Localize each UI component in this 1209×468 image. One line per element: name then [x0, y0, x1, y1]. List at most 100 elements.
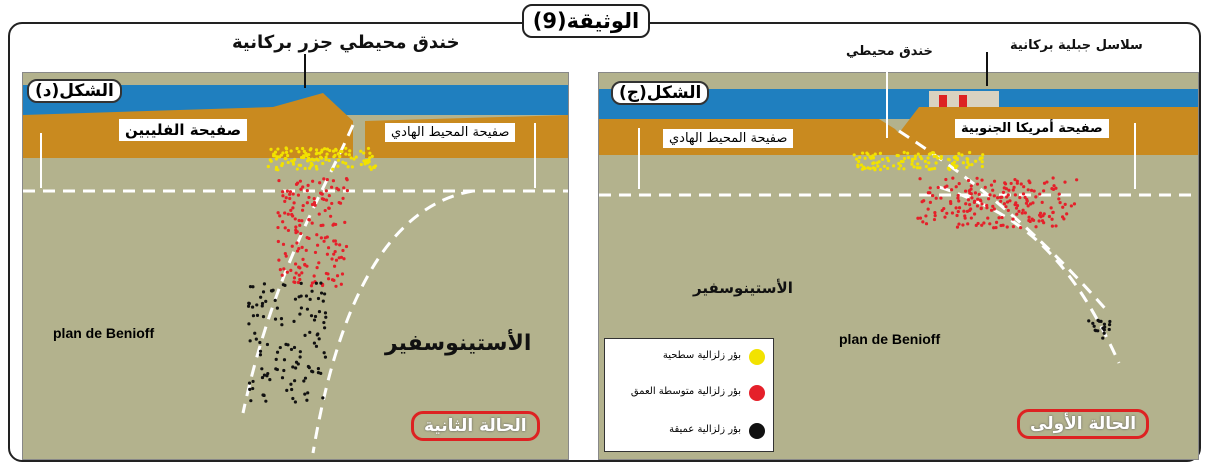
- earthquake-focus: [295, 181, 300, 185]
- earthquake-focus: [281, 151, 285, 155]
- figure-d-panel: الشكل(د) صفيحة الفليبين صفيحة المحيط اله…: [22, 72, 569, 460]
- left-top-label: خندق محيطي جزر بركانية: [232, 32, 460, 53]
- earthquake-focus: [323, 292, 327, 296]
- pacific-plate-label-right: صفيحة المحيط الهادي: [663, 129, 794, 148]
- earthquake-focus: [315, 167, 319, 171]
- earthquake-focus: [298, 350, 302, 354]
- earthquake-focus: [952, 163, 956, 167]
- earthquake-focus: [957, 152, 961, 156]
- earthquake-focus: [966, 178, 971, 183]
- earthquake-focus: [283, 251, 287, 256]
- earthquake-focus: [857, 159, 861, 164]
- earthquake-focus: [301, 203, 305, 208]
- earthquake-focus: [880, 157, 885, 161]
- earthquake-focus: [301, 257, 305, 261]
- figure-d-label: الشكل(د): [27, 79, 122, 103]
- earthquake-focus: [264, 399, 268, 403]
- earthquake-focus: [1058, 200, 1062, 205]
- earthquake-focus: [932, 217, 937, 222]
- earthquake-focus: [293, 217, 297, 221]
- earthquake-focus: [312, 341, 317, 345]
- earthquake-focus: [317, 337, 321, 341]
- earthquake-focus: [970, 163, 974, 167]
- earthquake-focus: [882, 164, 886, 168]
- earthquake-focus: [1021, 192, 1026, 196]
- earthquake-focus: [963, 189, 968, 193]
- earthquake-focus: [248, 285, 253, 289]
- earthquake-focus: [873, 167, 877, 171]
- legend-label-shallow: بؤر زلزالية سطحية: [662, 350, 741, 361]
- earthquake-focus: [364, 158, 368, 163]
- earthquake-focus: [320, 197, 325, 201]
- earthquake-focus: [291, 365, 295, 369]
- earthquake-focus: [286, 343, 290, 347]
- earthquake-focus: [1025, 199, 1029, 203]
- earthquake-focus: [325, 252, 330, 256]
- earthquake-focus: [1004, 205, 1008, 209]
- earthquake-focus: [980, 202, 984, 206]
- earthquake-focus: [261, 315, 266, 319]
- earthquake-focus: [910, 159, 914, 163]
- case-one-badge: الحالة الأولى: [1017, 409, 1150, 439]
- earthquake-focus: [296, 362, 300, 366]
- earthquake-focus: [980, 223, 984, 227]
- earthquake-focus: [957, 206, 962, 210]
- earthquake-focus: [330, 185, 334, 189]
- earthquake-focus: [924, 222, 929, 226]
- earthquake-focus: [293, 400, 298, 404]
- earthquake-focus: [310, 281, 315, 285]
- earthquake-focus: [264, 299, 268, 303]
- earthquake-focus: [1092, 324, 1096, 328]
- earthquake-focus: [899, 159, 903, 164]
- earthquake-focus: [943, 185, 947, 189]
- earthquake-focus: [299, 294, 303, 298]
- earthquake-focus: [960, 153, 964, 157]
- earthquake-focus: [305, 189, 309, 193]
- earthquake-focus: [934, 161, 938, 165]
- earthquake-focus: [289, 149, 293, 153]
- earthquake-focus: [306, 183, 310, 187]
- earthquake-focus: [1027, 215, 1031, 219]
- earthquake-focus: [368, 165, 372, 169]
- earthquake-focus: [260, 375, 265, 380]
- earthquake-focus: [980, 178, 984, 182]
- earthquake-focus: [983, 185, 987, 189]
- earthquake-focus: [362, 159, 366, 163]
- earthquake-focus: [248, 387, 252, 391]
- earthquake-focus: [334, 222, 338, 227]
- earthquake-focus: [277, 258, 281, 262]
- earthquake-focus: [325, 147, 330, 151]
- earthquake-focus: [299, 281, 303, 285]
- earthquake-focus: [866, 166, 870, 170]
- earthquake-focus: [268, 378, 272, 382]
- earthquake-focus: [323, 236, 327, 240]
- earthquake-focus: [313, 314, 318, 319]
- legend-item-deep: بؤر زلزالية عميقة: [611, 421, 769, 443]
- earthquake-focus: [933, 214, 937, 218]
- red-dot-icon: [749, 385, 765, 401]
- earthquake-focus: [293, 297, 298, 301]
- earthquake-focus: [249, 399, 253, 403]
- earthquake-focus: [947, 158, 951, 162]
- earthquake-focus: [304, 248, 308, 252]
- earthquake-focus: [868, 155, 872, 159]
- earthquake-focus: [340, 272, 345, 276]
- earthquake-focus: [259, 295, 263, 299]
- earthquake-focus: [1047, 214, 1052, 219]
- earthquake-focus: [322, 147, 327, 151]
- earthquake-focus: [962, 209, 966, 213]
- earthquake-focus: [963, 214, 967, 218]
- earthquake-focus: [906, 151, 910, 155]
- earthquake-focus: [892, 164, 896, 168]
- earthquake-focus: [999, 199, 1003, 203]
- earthquake-focus: [1005, 200, 1010, 204]
- earthquake-focus: [314, 344, 319, 348]
- earthquake-focus: [300, 271, 304, 275]
- earthquake-focus: [265, 342, 270, 347]
- earthquake-focus: [1107, 323, 1112, 327]
- earthquake-focus: [342, 257, 346, 261]
- earthquake-focus: [913, 156, 917, 161]
- earthquake-focus: [324, 189, 328, 193]
- earthquake-focus: [1042, 189, 1046, 193]
- earthquake-focus: [284, 196, 288, 200]
